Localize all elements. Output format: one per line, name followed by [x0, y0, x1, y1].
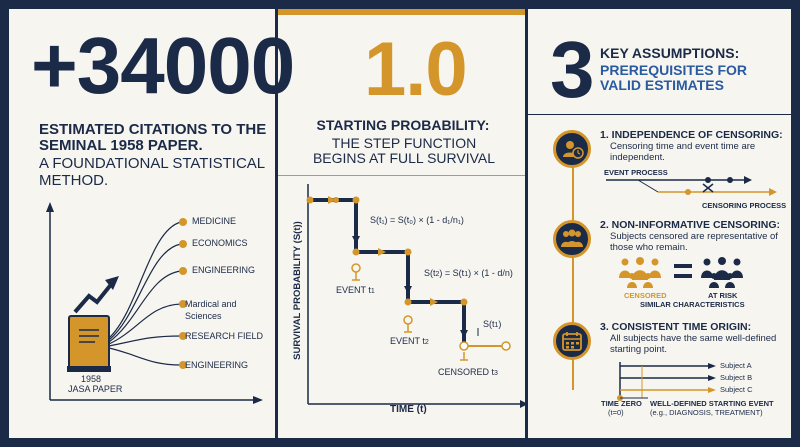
citations-number: +34000	[31, 21, 295, 110]
field-engineering-2: ENGINEERING	[185, 360, 249, 370]
assumption-3-body: All subjects have the same well-defined …	[610, 333, 777, 355]
at-risk-group-label: AT RISK	[708, 291, 738, 300]
book-name-label: JASA PAPER	[68, 384, 123, 394]
field-engineering: ENGINEERING	[192, 265, 256, 275]
at-risk-people-icon	[701, 257, 743, 288]
event-2-label: EVENT t2	[390, 336, 429, 346]
field-medical-sciences: Mardical and Sciences	[185, 299, 237, 321]
formula-3: S(t1)	[483, 319, 502, 329]
panel-divider	[278, 175, 525, 176]
assumptions-divider	[528, 114, 791, 115]
formula-1: S(t₁) = S(t₀) × (1 - d₁/n₁)	[370, 215, 464, 225]
censored-group-label: CENSORED	[624, 291, 667, 300]
similar-characteristics-label: SIMILAR CHARACTERISTICS	[640, 300, 745, 309]
subject-a-label: Subject A	[720, 361, 752, 370]
starting-event-label: WELL-DEFINED STARTING EVENT	[650, 399, 774, 408]
censoring-process-label: CENSORING PROCESS	[702, 201, 787, 210]
event-process-label: EVENT PROCESS	[604, 168, 668, 177]
field-medicine: MEDICINE	[192, 216, 237, 226]
time-zero-label: TIME ZERO	[601, 399, 642, 408]
starting-event-example: (e.g., DIAGNOSIS, TREATMENT)	[650, 408, 763, 417]
field-research: RESEARCH FIELD	[185, 331, 264, 341]
calendar-icon	[553, 322, 591, 360]
equals-sign	[674, 264, 692, 278]
assumptions-heading-2: PREREQUISITES FOR VALID ESTIMATES	[600, 62, 748, 93]
panel-assumptions: 3 KEY ASSUMPTIONS: PREREQUISITES FOR VAL…	[528, 0, 791, 447]
starting-probability-heading: STARTING PROBABILITY:	[316, 117, 490, 133]
starting-probability-number: 1.0	[364, 27, 468, 112]
assumptions-timeline	[572, 130, 574, 390]
formula-2-lhs: S(t2) = S(t1) × (1 - d/n)	[424, 268, 513, 278]
subject-c-label: Subject C	[720, 385, 753, 394]
citations-heading: ESTIMATED CITATIONS TO THE SEMINAL 1958 …	[39, 121, 267, 154]
step-function-chart	[306, 184, 528, 408]
censored-label: CENSORED t3	[438, 367, 498, 377]
field-economics: ECONOMICS	[192, 238, 248, 248]
assumption-2-body: Subjects censored are representative of …	[610, 231, 778, 253]
book-year-label: 1958	[81, 374, 102, 384]
assumption-3-title: 3. CONSISTENT TIME ORIGIN:	[600, 321, 752, 333]
assumptions-number: 3	[550, 25, 594, 114]
censored-people-icon	[619, 257, 661, 288]
subject-b-label: Subject B	[720, 373, 753, 382]
citations-subheading: A FOUNDATIONAL STATISTICAL METHOD.	[39, 155, 265, 189]
citations-tree-graphic	[46, 202, 263, 404]
panel-citations: +34000 ESTIMATED CITATIONS TO THE SEMINA…	[9, 0, 295, 447]
people-group-icon	[553, 220, 591, 258]
process-lines-graphic	[606, 176, 777, 196]
x-axis-label: TIME (t)	[390, 404, 427, 415]
assumption-1-body: Censoring time and event time are indepe…	[610, 141, 756, 163]
time-origin-graphic	[617, 362, 716, 401]
panel-starting-probability: 1.0 STARTING PROBABILITY: THE STEP FUNCT…	[275, 0, 528, 447]
assumption-1-title: 1. INDEPENDENCE OF CENSORING:	[600, 129, 783, 141]
book-icon	[67, 315, 111, 372]
assumption-2-title: 2. NON-INFORMATIVE CENSORING:	[600, 219, 781, 231]
event-1-label: EVENT t1	[336, 285, 375, 295]
y-axis-label: SURVIVAL PROBABILITY (S(t))	[291, 221, 303, 360]
panel-top-bar	[278, 9, 525, 15]
starting-probability-subheading: THE STEP FUNCTION BEGINS AT FULL SURVIVA…	[312, 135, 496, 167]
time-zero-value: (t=0)	[608, 408, 624, 417]
clock-person-icon	[553, 130, 591, 168]
assumptions-heading-1: KEY ASSUMPTIONS:	[600, 45, 740, 61]
